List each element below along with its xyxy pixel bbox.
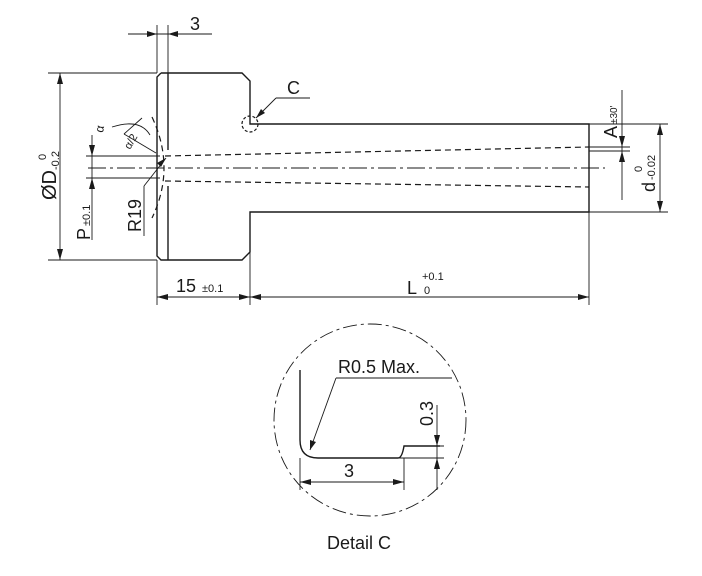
dim-L-tol-upper: +0.1 xyxy=(422,271,444,283)
angle-alpha-label: α xyxy=(92,124,107,133)
dim-d-tol-lower: -0.02 xyxy=(646,155,658,180)
dim-L-tol-lower: 0 xyxy=(424,285,430,297)
dim-L: L +0.1 0 xyxy=(250,212,590,305)
dim-P-tol: ±0.1 xyxy=(81,205,93,226)
detail-profile xyxy=(299,370,440,459)
dim-P: P ±0.1 xyxy=(74,135,160,240)
dim-diameter-D: ØD 0 -0.2 xyxy=(37,72,157,261)
detail-title: Detail C xyxy=(327,533,391,553)
dim-A: A ±30' xyxy=(589,90,630,200)
dim-D-tol-lower: -0.2 xyxy=(50,151,62,170)
radius-R19-label: R19 xyxy=(125,199,145,232)
detail-width-label: 3 xyxy=(344,461,354,481)
dim-head-length-tol: ±0.1 xyxy=(202,283,223,295)
dim-top-3-label: 3 xyxy=(190,14,200,34)
dim-head-length: 15 ±0.1 xyxy=(156,252,251,305)
part-outline xyxy=(156,72,590,261)
dim-head-length-label: 15 xyxy=(176,276,196,296)
dim-L-label: L xyxy=(407,278,417,298)
dim-d-label: d xyxy=(639,182,659,192)
detail-c-callout-label: C xyxy=(287,78,300,98)
radius-leader: R19 xyxy=(125,157,167,236)
dim-A-tol: ±30' xyxy=(609,105,620,124)
detail-height-label: 0.3 xyxy=(417,401,437,426)
detail-radius-label: R0.5 Max. xyxy=(338,357,420,377)
detail-c-callout: C xyxy=(241,78,310,133)
hidden-taper xyxy=(164,146,590,188)
dim-angle: α α/2 xyxy=(92,117,157,154)
dim-d: d 0 -0.02 xyxy=(589,123,668,213)
dim-P-label: P xyxy=(74,228,94,240)
detail-c-view: R0.5 Max. 0.3 3 xyxy=(273,323,467,517)
dim-diameter-D-label: ØD xyxy=(39,170,61,200)
dim-A-label: A xyxy=(601,126,621,138)
dim-top-3: 3 xyxy=(128,14,212,73)
dim-D-tol-upper: 0 xyxy=(37,154,49,160)
dim-d-tol-upper: 0 xyxy=(633,166,645,172)
